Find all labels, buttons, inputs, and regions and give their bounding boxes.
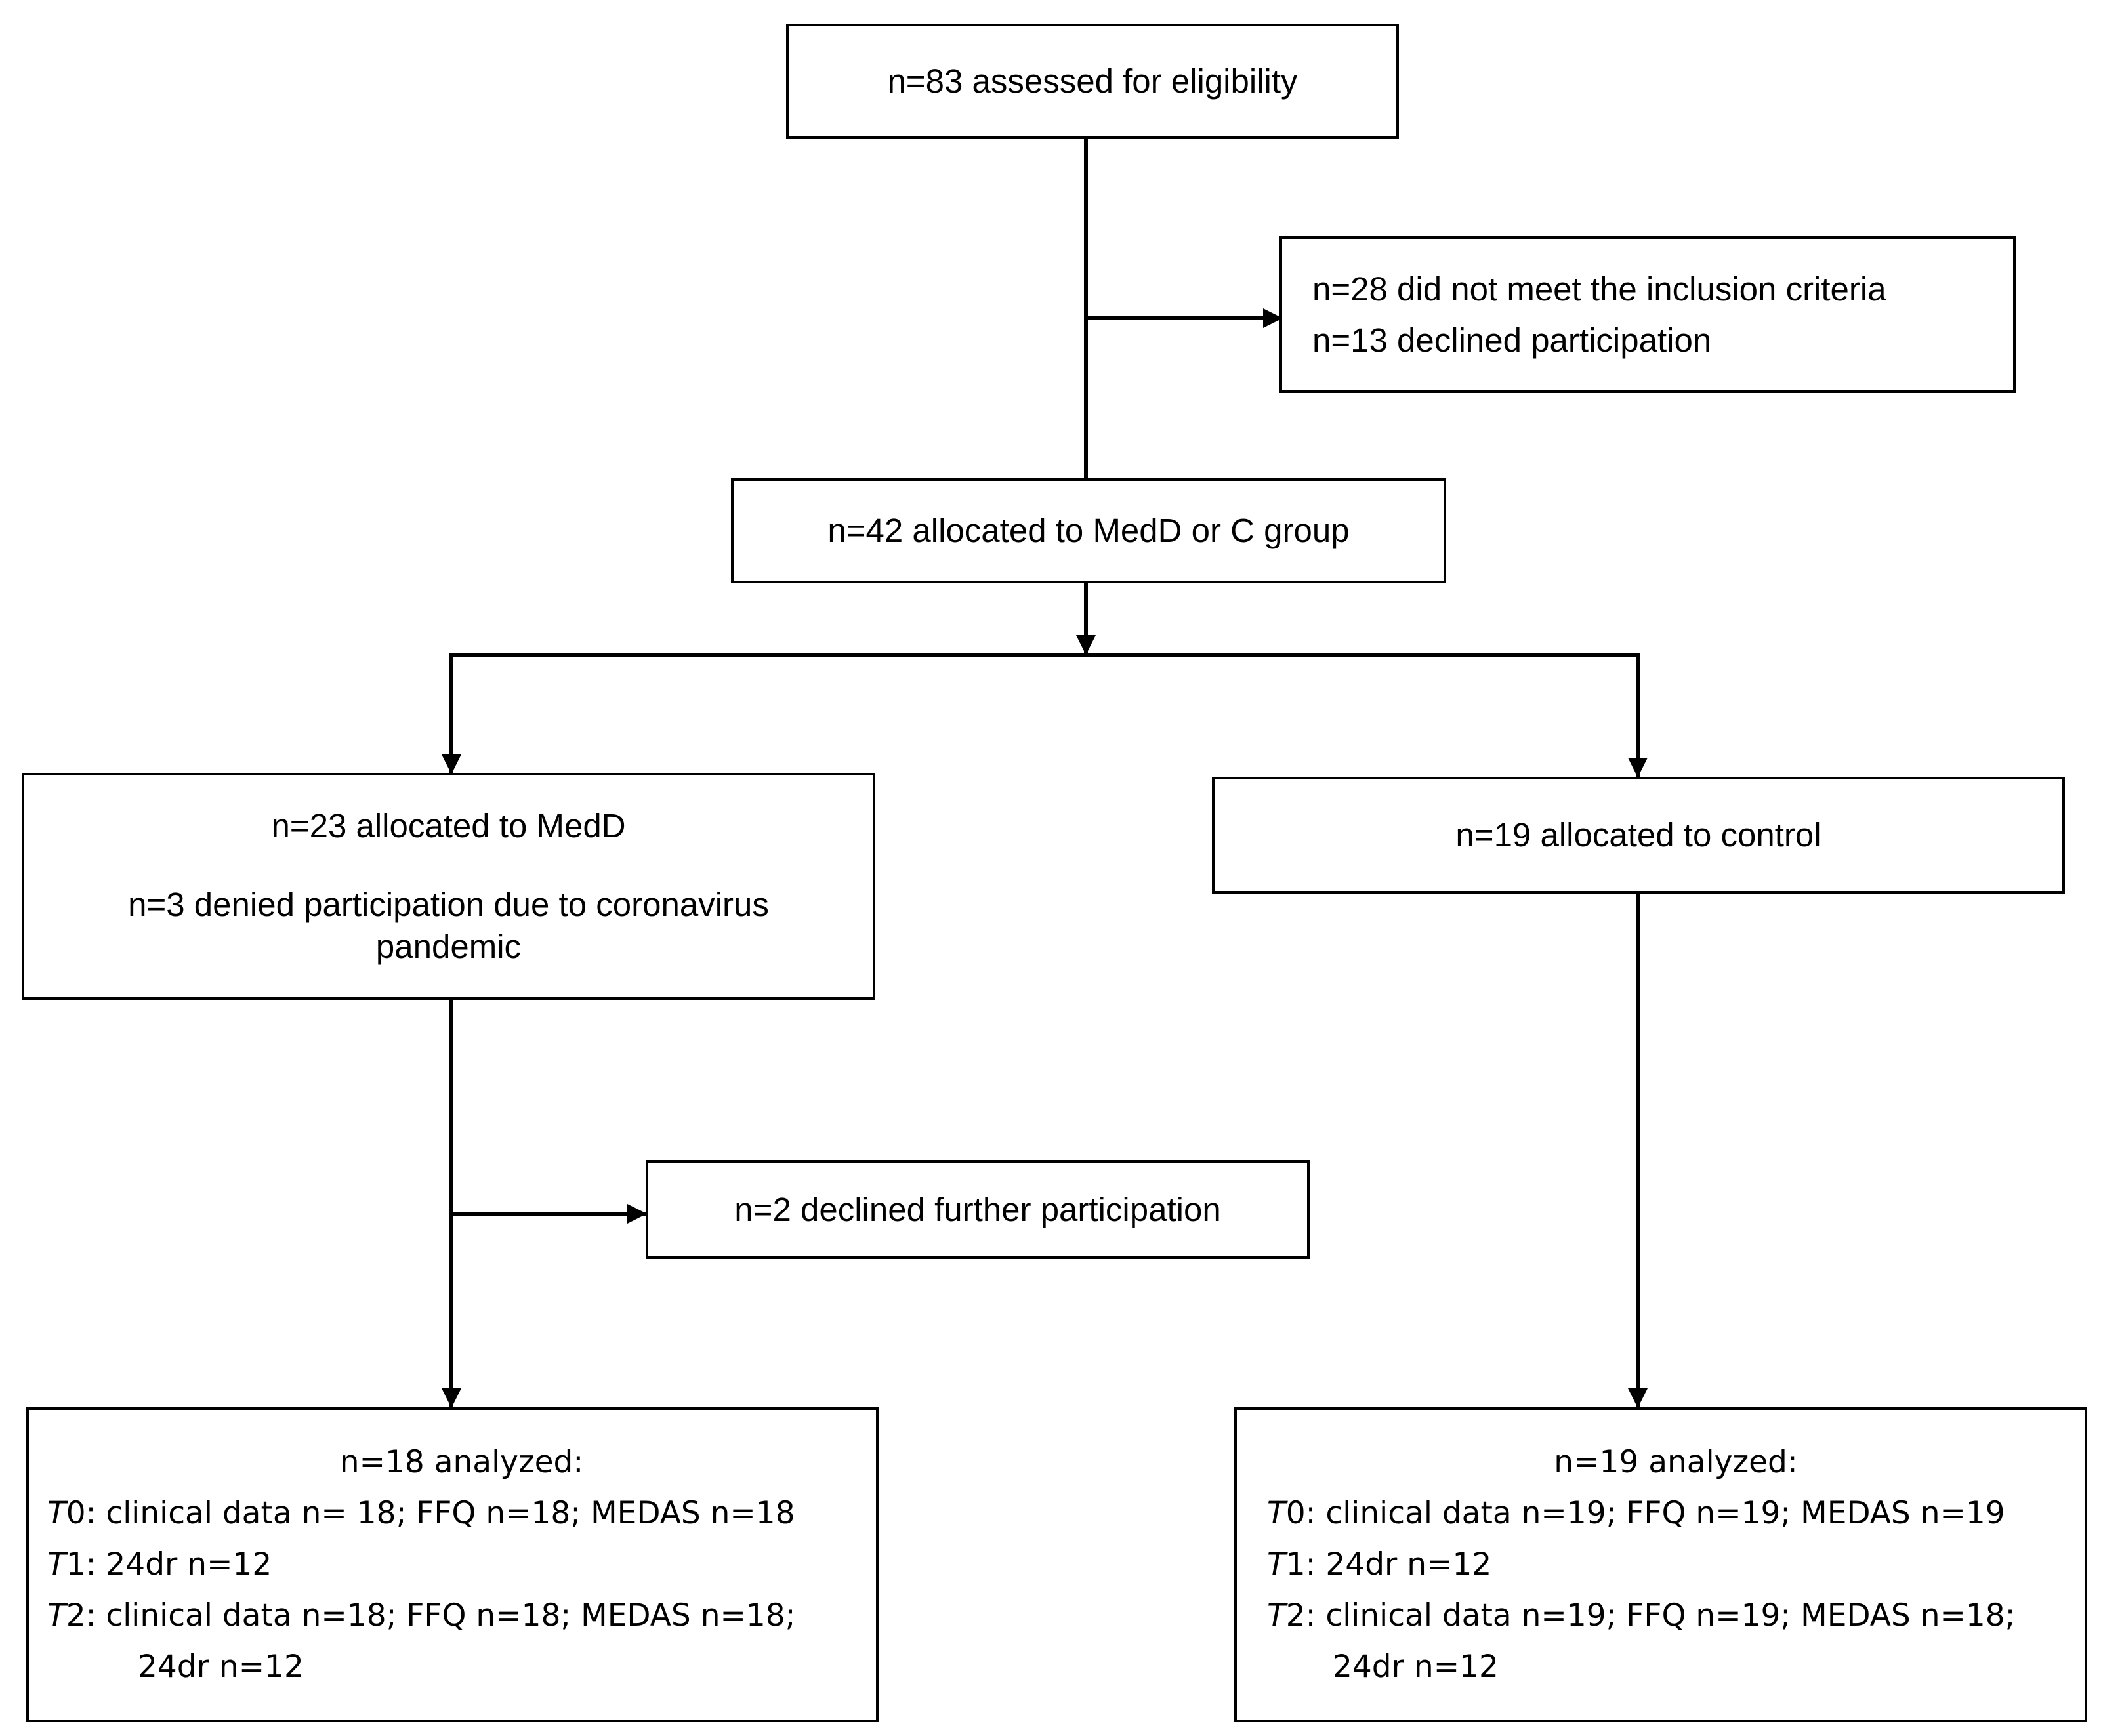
medd-t2-continuation: 24dr n=12 [138, 1649, 304, 1685]
medd-denied-text-cont: pandemic [375, 928, 522, 965]
medd-t0-prefix: T [47, 1495, 66, 1531]
screening-box: n=83 assessed for eligibility [786, 24, 1399, 139]
screening-text: n=83 assessed for eligibility [887, 62, 1298, 100]
allocation-box: n=42 allocated to MedD or C group [731, 478, 1446, 583]
medd-analyzed-title: n=18 analyzed: [339, 1444, 584, 1480]
control-t0-text: : clinical data n=19; FFQ n=19; MEDAS n=… [1305, 1495, 2005, 1531]
medd-allocated-text: n=23 allocated to MedD [271, 807, 626, 844]
medd-t1-prefix: T [47, 1546, 66, 1582]
control-t2-continuation: 24dr n=12 [1333, 1649, 1499, 1685]
medd-t1-text: : 24dr n=12 [85, 1546, 272, 1582]
control-allocated-text: n=19 allocated to control [1455, 816, 1821, 854]
control-t2-row: T2: clinical data n=19; FFQ n=19; MEDAS … [1267, 1590, 2085, 1642]
medd-analyzed-box: n=18 analyzed: T0: clinical data n= 18; … [26, 1407, 879, 1722]
allocation-text: n=42 allocated to MedD or C group [827, 512, 1350, 549]
medd-t1-row: T1: 24dr n=12 [47, 1539, 876, 1590]
split-to-medd-arrow [442, 653, 1086, 774]
medd-t2-num: 2 [66, 1598, 86, 1634]
medd-t0-num: 0 [66, 1495, 86, 1531]
control-t1-prefix: T [1267, 1546, 1286, 1582]
medd-group-box: n=23 allocated to MedD n=3 denied partic… [22, 773, 875, 1000]
control-group-box: n=19 allocated to control [1212, 777, 2065, 894]
control-t0-prefix: T [1267, 1495, 1286, 1531]
medd-denied-text: n=3 denied participation due to coronavi… [128, 886, 769, 923]
medd-dropout-box: n=2 declined further participation [646, 1160, 1310, 1259]
medd-t2-text: : clinical data n=18; FFQ n=18; MEDAS n=… [85, 1598, 796, 1634]
medd-t1-num: 1 [66, 1546, 86, 1582]
medd-t2-row: T2: clinical data n=18; FFQ n=18; MEDAS … [47, 1590, 876, 1642]
control-t0-row: T0: clinical data n=19; FFQ n=19; MEDAS … [1267, 1488, 2085, 1539]
excluded-declined-text: n=13 declined participation [1312, 321, 1712, 359]
control-analyzed-box: n=19 analyzed: T0: clinical data n=19; F… [1234, 1407, 2087, 1722]
control-t1-row: T1: 24dr n=12 [1267, 1539, 2085, 1590]
medd-t2-prefix: T [47, 1598, 66, 1634]
excluded-box: n=28 did not meet the inclusion criteria… [1279, 236, 2016, 393]
medd-t0-row: T0: clinical data n= 18; FFQ n=18; MEDAS… [47, 1488, 876, 1539]
control-analyzed-title: n=19 analyzed: [1554, 1444, 1798, 1480]
medd-dropout-text: n=2 declined further participation [734, 1190, 1221, 1228]
control-t1-text: : 24dr n=12 [1305, 1546, 1492, 1582]
control-t1-num: 1 [1285, 1546, 1306, 1582]
medd-t0-text: : clinical data n= 18; FFQ n=18; MEDAS n… [85, 1495, 795, 1531]
split-to-control-arrow [1086, 653, 1648, 777]
control-t2-prefix: T [1267, 1598, 1286, 1634]
control-t2-num: 2 [1285, 1598, 1306, 1634]
control-t0-num: 0 [1285, 1495, 1306, 1531]
control-t2-text: : clinical data n=19; FFQ n=19; MEDAS n=… [1305, 1598, 2016, 1634]
excluded-criteria-text: n=28 did not meet the inclusion criteria [1312, 270, 1886, 308]
